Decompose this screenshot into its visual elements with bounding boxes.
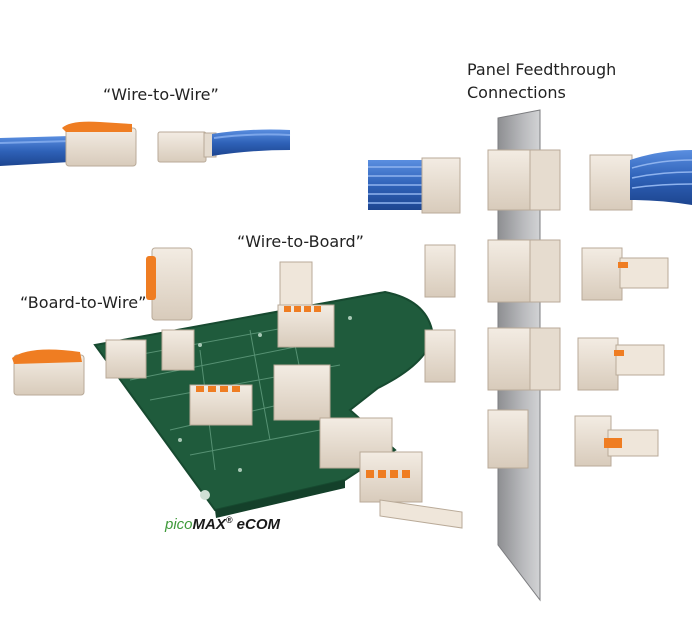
brand-logo-text: picoMAX® eCOM (165, 515, 280, 533)
brand-part1: pico (165, 516, 193, 533)
brand-registered-mark: ® (225, 515, 233, 525)
brand-part3: eCOM (232, 516, 281, 533)
vertical-connector (146, 247, 193, 321)
wire-to-wire-label: “Wire-to-Wire” (103, 85, 219, 104)
panel-label-line2: Connections (467, 83, 566, 102)
wire-to-wire-assembly (0, 121, 291, 167)
board-headers (105, 261, 463, 529)
panel-label-line1: Panel Feedthrough (467, 60, 617, 79)
panel-feedthrough-label: Panel Feedthrough Connections (467, 58, 616, 104)
board-to-wire-label: “Board-to-Wire” (20, 293, 147, 312)
panel-feedthrough-connectors (487, 149, 561, 469)
panel-left-side (368, 157, 461, 383)
wire-to-board-label: “Wire-to-Board” (237, 232, 364, 251)
brand-part2: MAX (192, 516, 226, 533)
panel-right-side (574, 150, 692, 467)
board-to-wire-plug (12, 349, 85, 396)
